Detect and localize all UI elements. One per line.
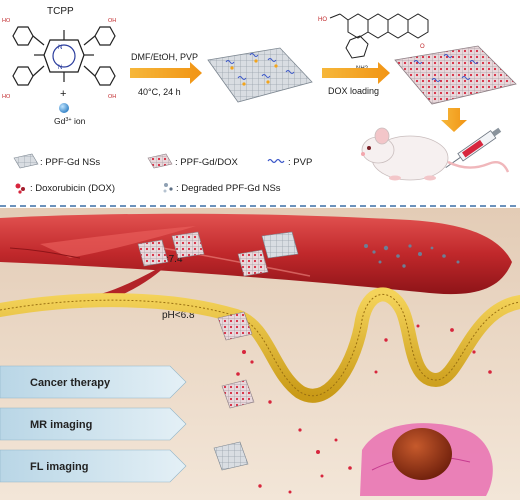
cell-nucleus	[392, 428, 452, 480]
legend-item-pvp: : PVP	[267, 157, 312, 168]
carboxyl-label: HO	[2, 94, 11, 100]
tcpp-molecule: TCPP N N	[2, 6, 116, 126]
carboxyl-label: OH	[108, 94, 116, 100]
ph-tumor-label: pH<6.8	[162, 310, 195, 321]
legend: : PPF-Gd NSs : PPF-Gd/DOX : PVP : Doxoru…	[13, 153, 312, 194]
syringe-icon	[445, 127, 502, 169]
legend-nanosheet-text: : PPF-Gd NSs	[40, 157, 100, 168]
step1-reagents: DMF/EtOH, PVP	[131, 52, 198, 62]
synthesis-panel: TCPP N N	[2, 6, 517, 194]
application-cancer-therapy: Cancer therapy	[30, 377, 111, 389]
cell-membrane	[0, 287, 520, 403]
pyrrole-n-label: N	[58, 45, 62, 51]
injection-arrow	[441, 108, 467, 132]
released-dox	[236, 324, 492, 494]
blood-vessel: pH=7.4	[0, 213, 512, 308]
legend-item-dox: : Doxorubicin (DOX)	[15, 183, 115, 194]
gd-ion-sphere	[59, 103, 69, 113]
application-item: MR imaging	[0, 407, 187, 441]
pvp-chains	[225, 53, 295, 80]
mouse-icon	[361, 127, 510, 181]
ppf-gd-dox-nanosheet	[394, 45, 517, 105]
application-item: Cancer therapy	[0, 365, 187, 399]
step2-label: DOX loading	[328, 86, 379, 96]
step1-conditions: 40°C, 24 h	[138, 87, 181, 97]
vessel-nanosheets	[137, 231, 299, 277]
tumor-cell	[360, 423, 493, 496]
pyrrole-n-label: N	[58, 65, 62, 71]
tcpp-label: TCPP	[47, 6, 74, 17]
carboxyl-label: HO	[2, 18, 11, 24]
legend-item-nanosheet: : PPF-Gd NSs	[13, 153, 100, 169]
tumor-nanosheets	[213, 311, 255, 471]
legend-pvp-text: : PVP	[288, 157, 312, 168]
gd-ion-label: Gd3+ ion	[54, 116, 86, 126]
dox-molecule: HO NH2 O	[318, 13, 429, 72]
synthesis-arrow-2: DOX loading	[322, 62, 390, 96]
degraded-particles	[364, 244, 460, 268]
dox-hydroxyl: HO	[318, 17, 327, 23]
applications-panel: Cancer therapy MR imaging FL imaging	[0, 365, 187, 483]
legend-dox-text: : Doxorubicin (DOX)	[30, 183, 115, 194]
application-mr-imaging: MR imaging	[30, 419, 92, 431]
legend-item-loaded: : PPF-Gd/DOX	[147, 153, 238, 169]
ppf-gd-nanosheet	[207, 47, 313, 103]
legend-degraded-text: : Degraded PPF-Gd NSs	[176, 183, 281, 194]
application-item: FL imaging	[0, 449, 187, 483]
legend-loaded-text: : PPF-Gd/DOX	[175, 157, 238, 168]
carboxyl-label: OH	[108, 18, 116, 24]
plus-sign: +	[60, 88, 66, 100]
dox-methoxy: O	[420, 44, 425, 50]
synthesis-arrow-1: DMF/EtOH, PVP 40°C, 24 h	[130, 52, 202, 97]
application-fl-imaging: FL imaging	[30, 461, 88, 473]
legend-item-degraded: : Degraded PPF-Gd NSs	[163, 183, 281, 194]
